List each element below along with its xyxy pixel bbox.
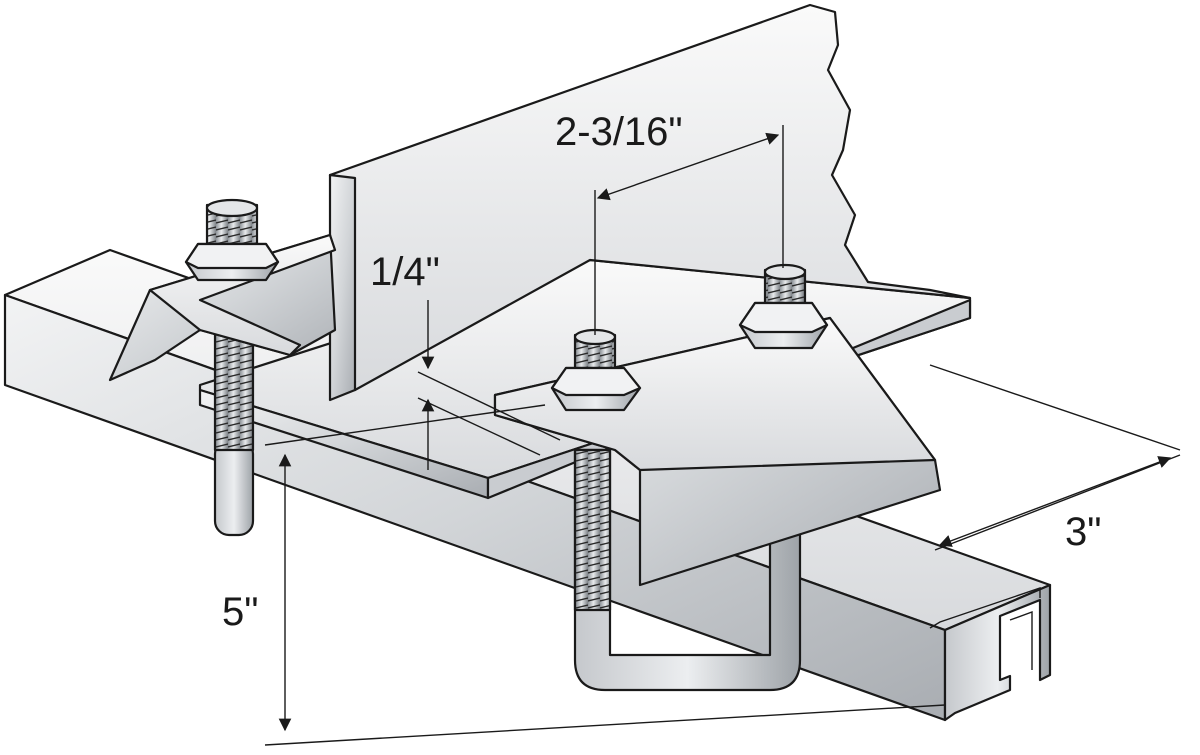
dimension-label-height: 5" — [222, 590, 258, 634]
dimension-height: 5" — [222, 404, 946, 746]
dimension-label-bolt-spacing: 2-3/16" — [555, 110, 683, 154]
left-clamp — [108, 198, 337, 537]
right-threaded-rod — [573, 448, 612, 612]
left-threaded-rod — [213, 328, 255, 452]
dimension-flange-thickness: 1/4" — [370, 250, 561, 470]
left-u-bolt — [213, 438, 255, 537]
dimension-clamp-width: 3" — [929, 364, 1181, 554]
dimension-bolt-spacing: 2-3/16" — [555, 110, 784, 335]
right-clamp — [493, 263, 942, 692]
dimension-label-flange-thickness: 1/4" — [370, 250, 440, 294]
dimension-label-clamp-width: 3" — [1065, 510, 1101, 554]
